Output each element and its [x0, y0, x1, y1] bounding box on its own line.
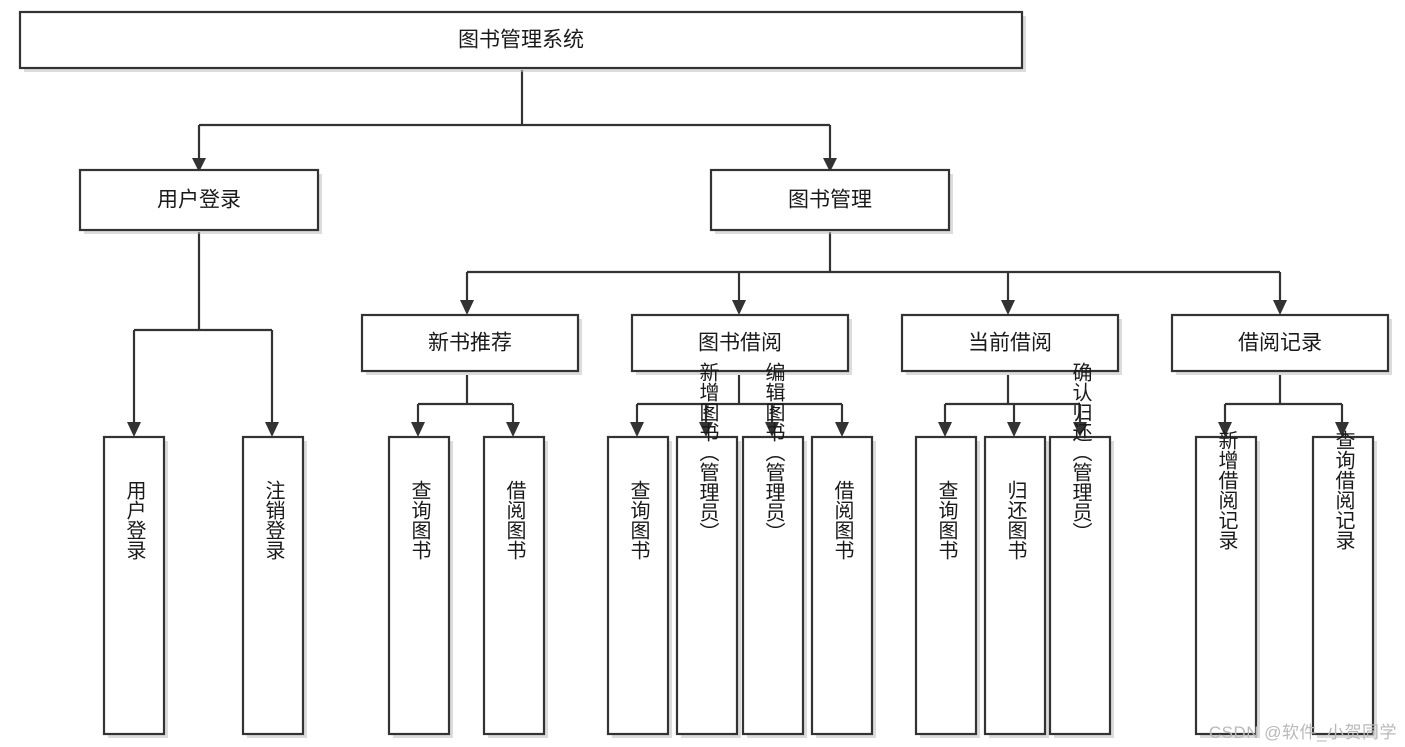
node-leaf-query-book-2-label: 查询图书 [627, 480, 650, 560]
node-user-login-label: 用户登录 [157, 189, 241, 212]
arrowhead-leaf-query-book-1 [411, 422, 425, 437]
arrowhead-leaf-logout [265, 422, 279, 437]
arrowhead-book-borrow [732, 300, 746, 315]
node-leaf-query-book-2[interactable]: 查询图书 [606, 435, 672, 738]
arrowhead-leaf-user-login [127, 422, 141, 437]
node-leaf-query-book-3-label: 查询图书 [935, 480, 958, 560]
node-leaf-add-record-label: 新增借阅记录 [1215, 430, 1238, 550]
node-leaf-return-book-label: 归还图书 [1004, 480, 1027, 560]
arrowhead-leaf-query-book-3 [938, 422, 952, 437]
node-leaf-borrow-book-1-label: 借阅图书 [503, 480, 526, 560]
node-leaf-logout[interactable]: 注销登录 [241, 435, 307, 738]
arrowhead-book-manage [823, 158, 837, 172]
node-book-manage[interactable]: 图书管理 [709, 168, 953, 234]
node-book-borrow[interactable]: 图书借阅 [630, 313, 852, 375]
arrowhead-leaf-query-book-2 [630, 422, 644, 437]
node-borrow-record[interactable]: 借阅记录 [1170, 313, 1392, 375]
node-root[interactable]: 图书管理系统 [18, 10, 1026, 72]
node-leaf-borrow-book-1[interactable]: 借阅图书 [482, 435, 548, 738]
arrowhead-leaf-confirm-return [1073, 422, 1087, 437]
node-user-login[interactable]: 用户登录 [78, 168, 322, 234]
arrowhead-leaf-borrow-book-1 [506, 422, 520, 437]
node-leaf-query-book-3[interactable]: 查询图书 [914, 435, 980, 738]
node-leaf-query-record[interactable]: 查询借阅记录 [1311, 430, 1377, 738]
arrowhead-leaf-return-book [1007, 422, 1021, 437]
node-current-borrow[interactable]: 当前借阅 [900, 313, 1122, 375]
arrowhead-leaf-add-record [1218, 422, 1232, 437]
node-new-book-rec-label: 新书推荐 [428, 332, 512, 355]
node-leaf-logout-label: 注销登录 [262, 480, 285, 560]
node-leaf-add-record[interactable]: 新增借阅记录 [1194, 430, 1260, 738]
node-leaf-confirm-return-label: 确认归还（管理员） [1069, 362, 1092, 542]
node-borrow-record-label: 借阅记录 [1238, 332, 1322, 355]
node-leaf-query-book-1[interactable]: 查询图书 [387, 435, 453, 738]
arrowhead-user-login [192, 158, 206, 172]
node-new-book-rec[interactable]: 新书推荐 [360, 313, 582, 375]
connector-layer [127, 70, 1349, 437]
arrowhead-borrow-record [1273, 300, 1287, 315]
node-leaf-user-login-label: 用户登录 [123, 480, 146, 560]
node-leaf-user-login[interactable]: 用户登录 [102, 435, 168, 738]
arrowhead-current-borrow [1001, 300, 1015, 315]
arrowhead-leaf-borrow-book-2 [835, 422, 849, 437]
node-book-borrow-label: 图书借阅 [698, 332, 782, 355]
node-leaf-edit-book-label: 编辑图书（管理员） [762, 362, 785, 542]
node-leaf-borrow-book-2-label: 借阅图书 [831, 480, 854, 560]
node-leaf-confirm-return[interactable]: 确认归还（管理员） [1048, 362, 1114, 738]
node-current-borrow-label: 当前借阅 [968, 332, 1052, 355]
node-leaf-add-book[interactable]: 新增图书（管理员） [675, 362, 741, 738]
node-leaf-query-book-1-label: 查询图书 [408, 480, 431, 560]
node-leaf-edit-book[interactable]: 编辑图书（管理员） [741, 362, 807, 738]
node-leaf-add-book-label: 新增图书（管理员） [696, 362, 719, 542]
arrowhead-leaf-edit-book [765, 422, 779, 437]
arrowhead-new-book-rec [460, 300, 474, 315]
node-root-label: 图书管理系统 [458, 29, 584, 52]
arrowhead-leaf-query-record [1335, 422, 1349, 437]
node-leaf-borrow-book-2[interactable]: 借阅图书 [810, 435, 876, 738]
node-book-manage-label: 图书管理 [788, 189, 872, 212]
node-leaf-query-record-label: 查询借阅记录 [1332, 430, 1355, 550]
node-leaf-return-book[interactable]: 归还图书 [983, 435, 1049, 738]
arrowhead-leaf-add-book [699, 422, 713, 437]
